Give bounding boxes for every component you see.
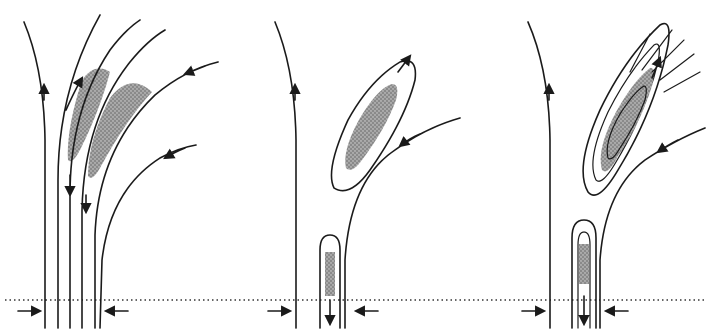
panel-2-stipple-core: [345, 84, 397, 170]
panel-3-left-streamline: [528, 22, 550, 328]
panel-2-vortex-arrow: [398, 56, 410, 72]
panel-2: [268, 22, 460, 328]
panel-3-fan-line-5: [664, 72, 700, 92]
panel-1-streamline-5-arrow: [185, 66, 205, 74]
panel-3-vortex-arrow: [652, 58, 660, 78]
panel-1: [18, 15, 218, 328]
panel-1-streamline-6-arrow: [165, 148, 185, 158]
panel-2-bottom-stipple: [325, 252, 335, 296]
panel-3: [522, 22, 705, 328]
panel-3-right-streamline-arrow: [658, 140, 678, 152]
panel-1-left-streamline: [24, 22, 45, 328]
panel-3-bottom-stipple: [579, 244, 589, 284]
panel-2-left-streamline: [275, 22, 296, 328]
